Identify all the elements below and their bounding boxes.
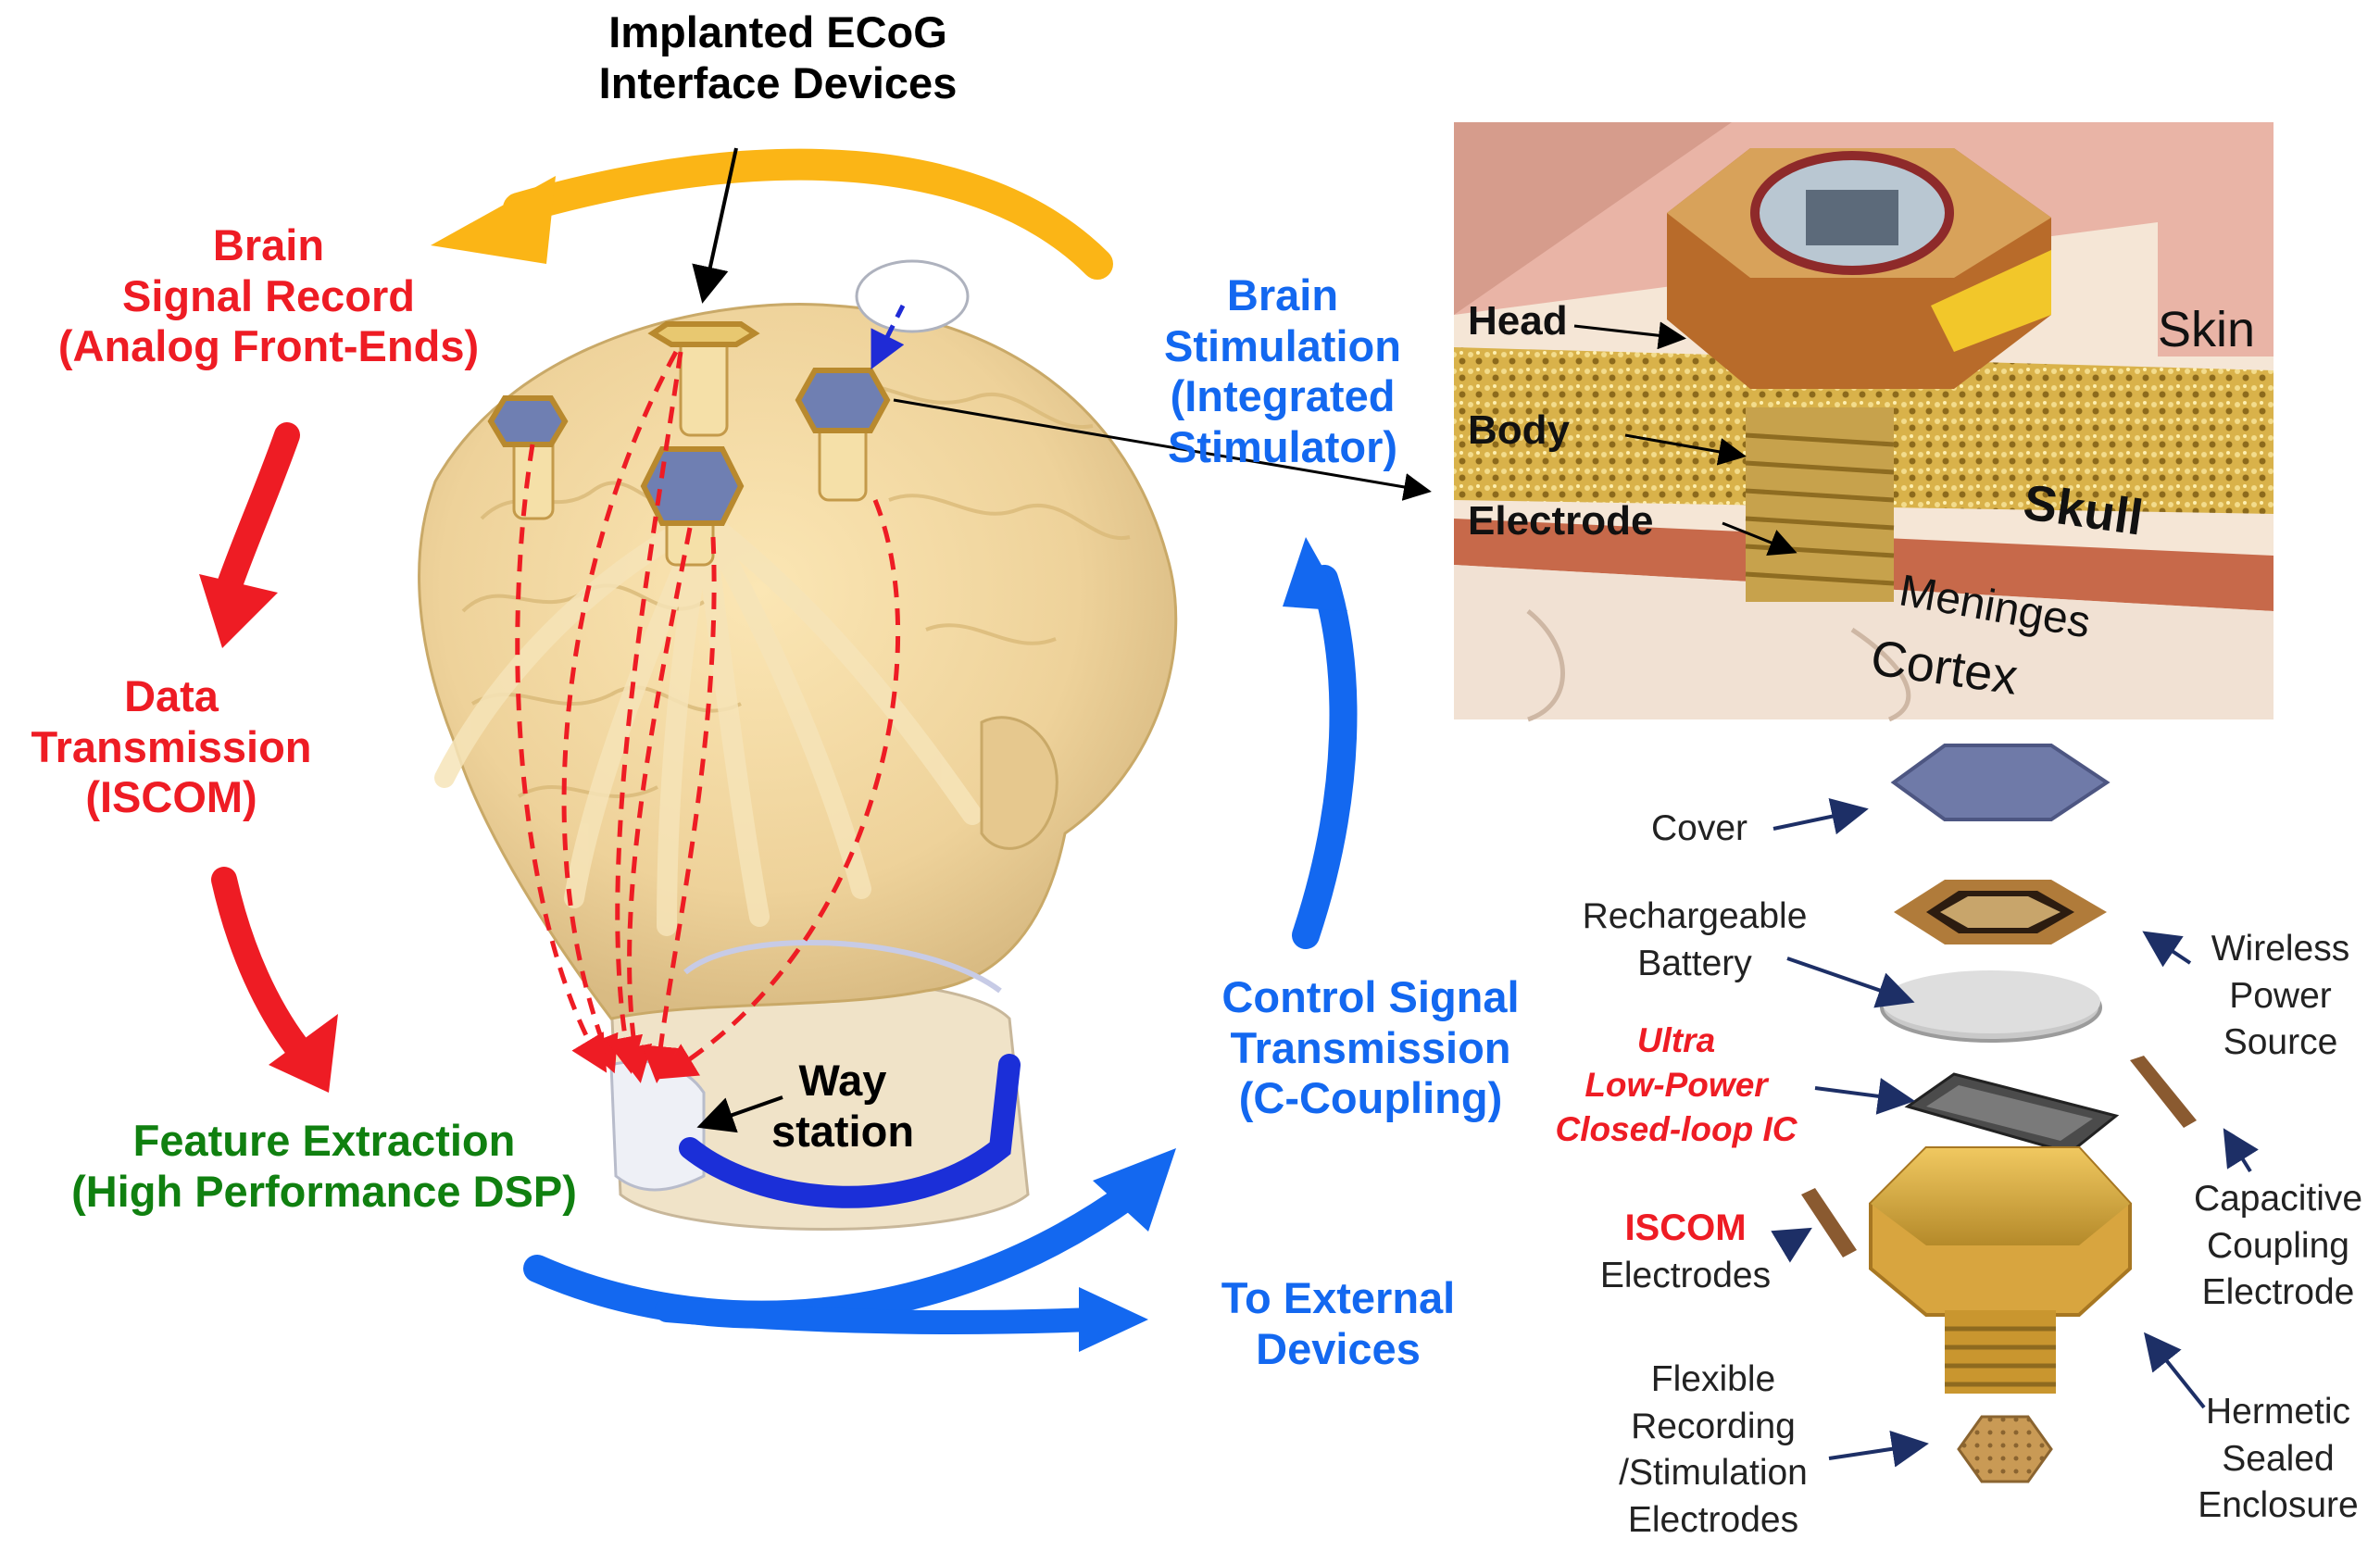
cover-label: Cover — [1650, 808, 1748, 848]
control-signal-label: Control Signal Transmission (C-Coupling) — [1221, 972, 1520, 1123]
capacitive-electrode-label: Capacitive Coupling Electrode — [2193, 1179, 2363, 1313]
exploded-view — [1771, 744, 2259, 1483]
to-external-devices-label: To External Devices — [1221, 1273, 1456, 1373]
wireless-power-label: Wireless Power Source — [2211, 929, 2350, 1063]
cross-section-inset — [1454, 122, 2274, 722]
brain-signal-record-label: Brain Signal Record (Analog Front-Ends) — [57, 220, 480, 371]
iscom-label: ISCOM — [1624, 1207, 1747, 1248]
head-illustration — [418, 147, 1432, 1231]
way-station-label: Way station — [770, 1056, 915, 1156]
data-transmission-label: Data Transmission (ISCOM) — [31, 671, 312, 822]
inset-electrode-label: Electrode — [1468, 498, 1654, 544]
flexible-electrodes-label: Flexible Recording /Stimulation Electrod… — [1619, 1359, 1808, 1541]
implanted-devices-label: Implanted ECoG Interface Devices — [598, 7, 958, 107]
closed-loop-ic-label: Ultra Low-Power Closed-loop IC — [1555, 1021, 1798, 1149]
inset-body-label: Body — [1468, 407, 1570, 453]
inset-skin-label: Skin — [2158, 302, 2256, 357]
iscom-electrodes-label: Electrodes — [1599, 1256, 1772, 1295]
feature-extraction-label: Feature Extraction (High Performance DSP… — [71, 1116, 577, 1216]
hermetic-enclosure-label: Hermetic Sealed Enclosure — [2198, 1392, 2359, 1526]
inset-head-label: Head — [1468, 298, 1568, 344]
battery-label: Rechargeable Battery — [1582, 896, 1808, 983]
brain-stimulation-label: Brain Stimulation (Integrated Stimulator… — [1164, 270, 1401, 471]
cycle-arrows — [199, 148, 1358, 1352]
